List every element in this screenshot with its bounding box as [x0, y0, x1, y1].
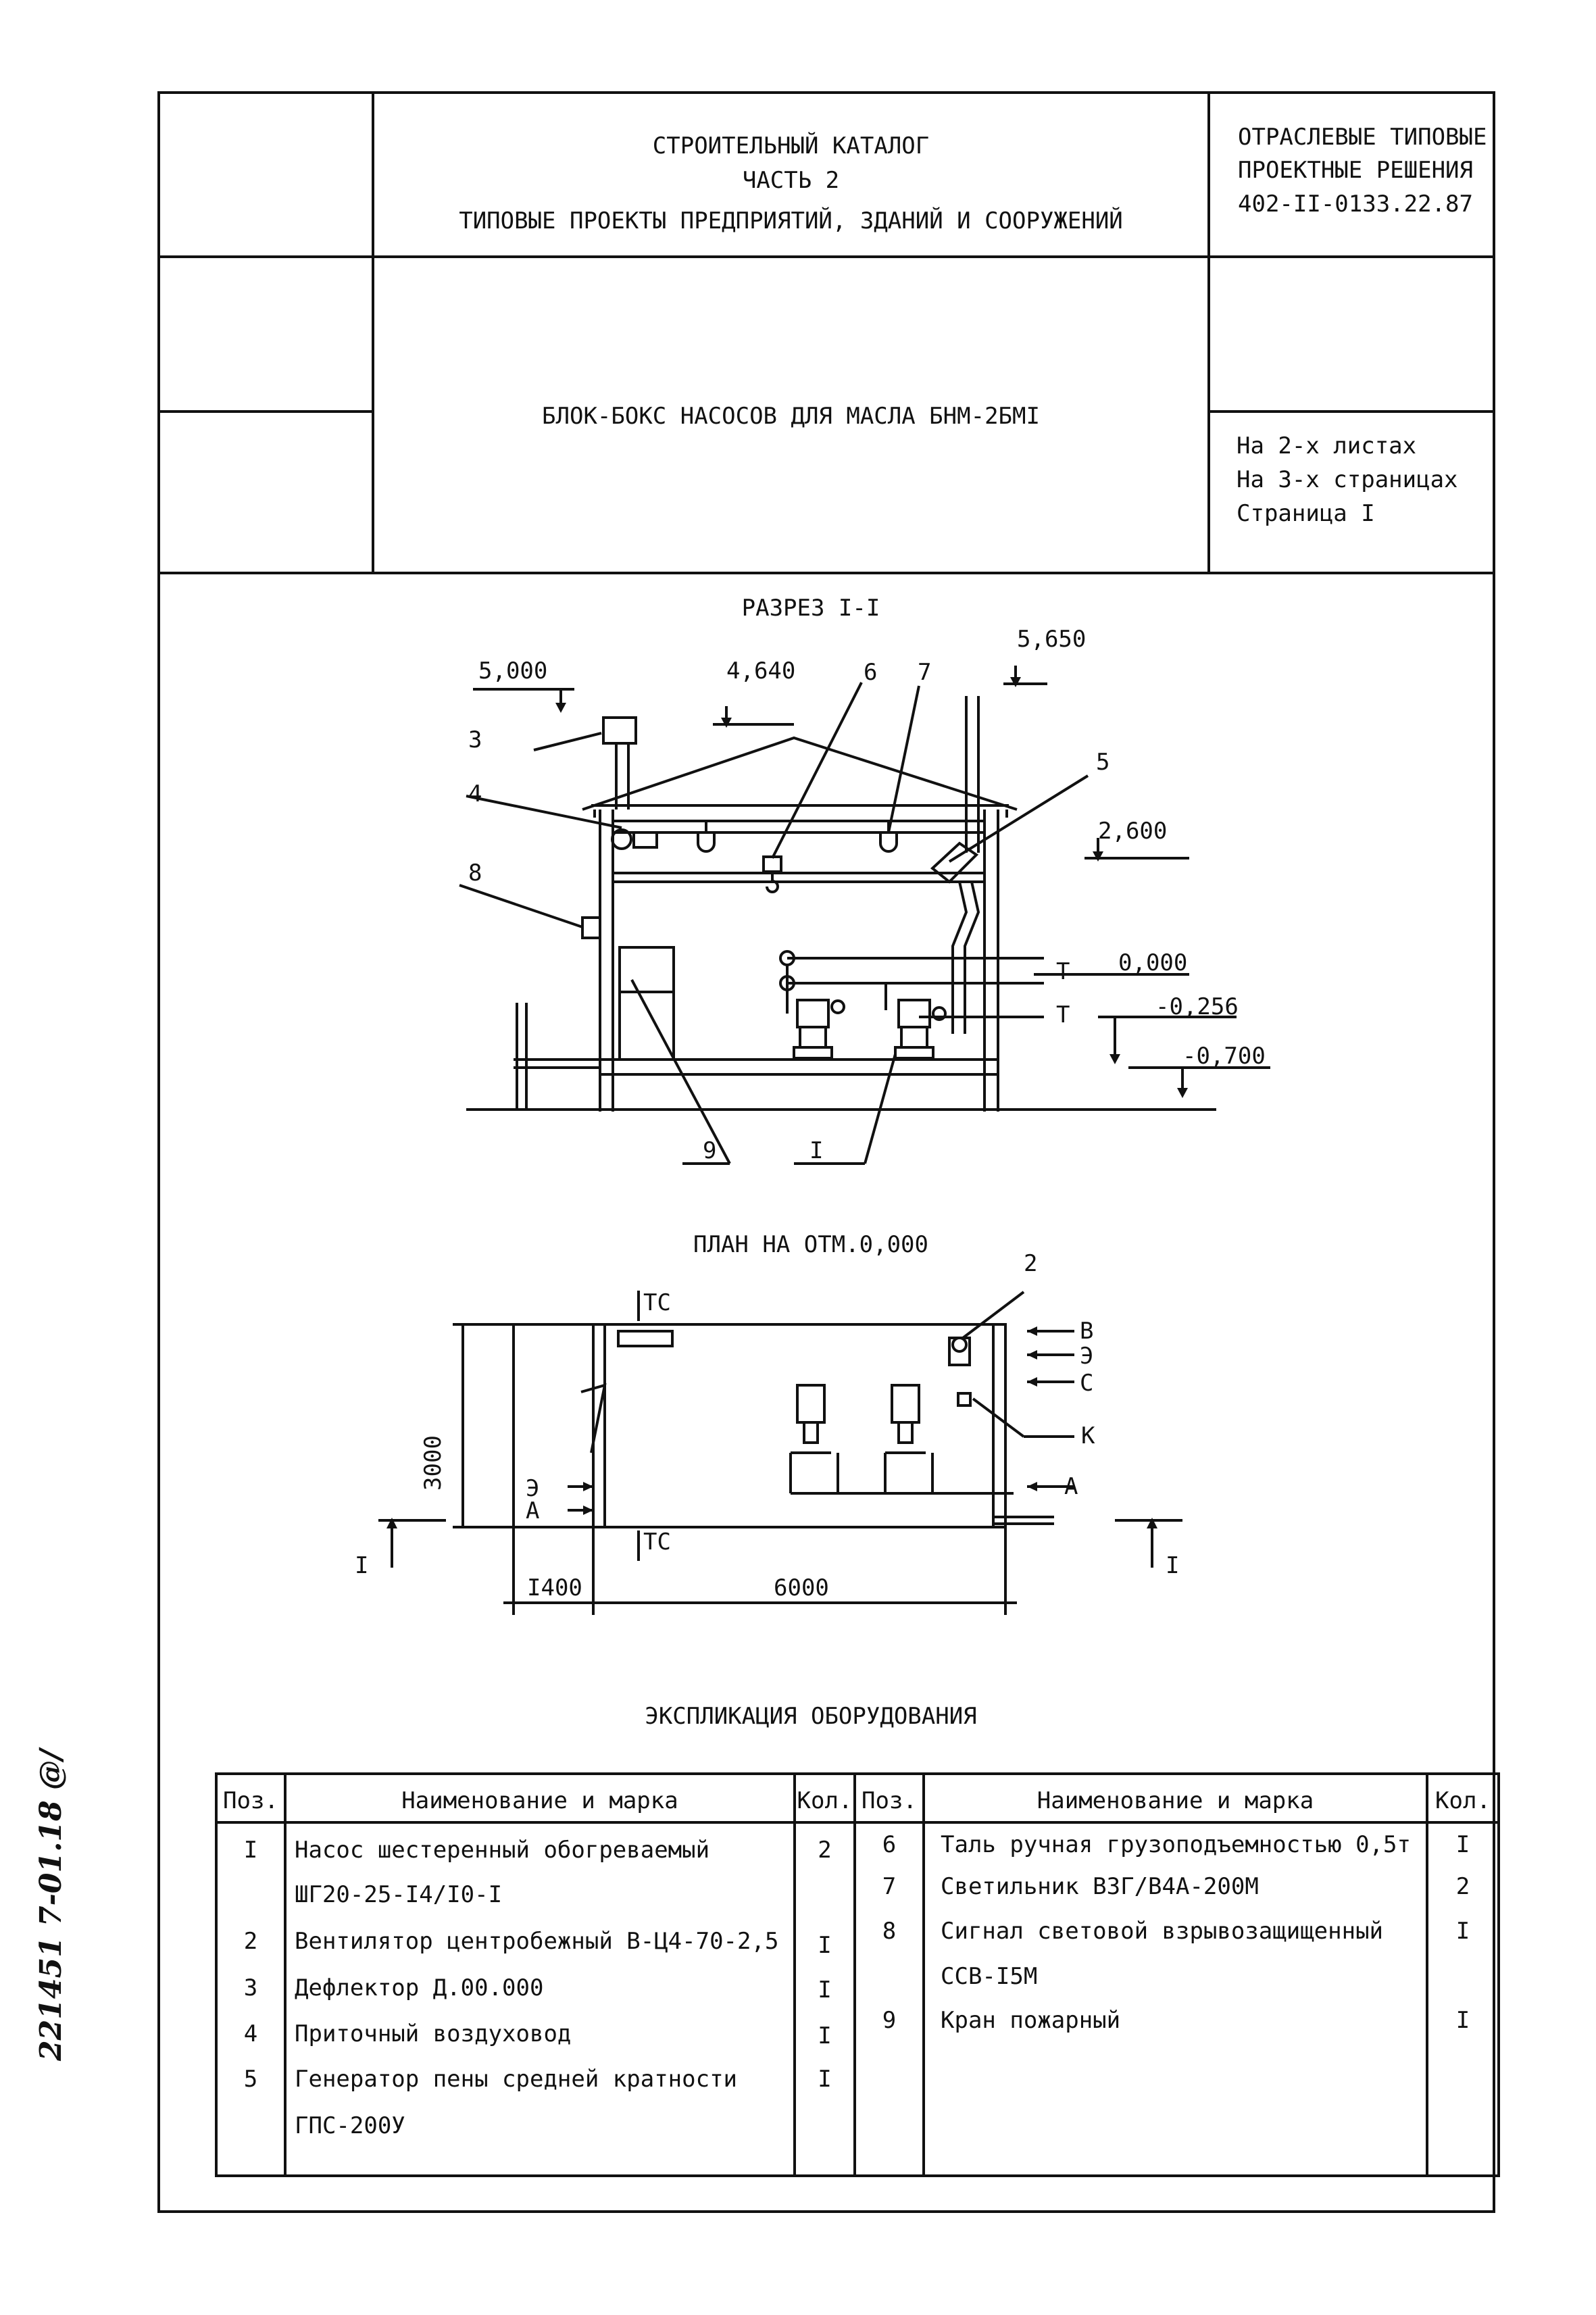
table-row: ГПС-200У [295, 2112, 405, 2139]
plan-title: ПЛАН НА ОТМ.0,000 [693, 1231, 928, 1258]
page-number: Страница I [1237, 500, 1375, 527]
mark-5650: 5,650 [1017, 626, 1087, 653]
table-row: Вентилятор центробежный В-Ц4-70-2,5 [295, 1928, 779, 1955]
header-divider-h4 [157, 572, 1493, 574]
header-divider-h3 [1207, 410, 1493, 413]
catalog-part: ЧАСТЬ 2 [742, 167, 840, 194]
plan-drawing [378, 1291, 1182, 1615]
table-row: 7 [882, 1873, 897, 1900]
plan-dim-1400: I400 [527, 1574, 582, 1601]
header-divider-h2 [157, 410, 374, 413]
table-row: ССВ-I5М [941, 1963, 1038, 1990]
mark-0256: -0,256 [1155, 993, 1239, 1020]
header-divider-h1 [157, 255, 1493, 258]
table-row: 3 [243, 1974, 258, 2001]
plan-pipe-e: Э [1080, 1343, 1094, 1370]
table-row: Светильник ВЗГ/В4А-200М [941, 1873, 1259, 1900]
table-row: Таль ручная грузоподъемностью 0,5т [941, 1831, 1411, 1858]
callout-5: 5 [1096, 749, 1110, 776]
table-row: 6 [882, 1831, 897, 1858]
plan-pipe-c: С [1080, 1370, 1094, 1397]
sheet-count: На 2-х листах [1237, 432, 1417, 459]
table-row: I [818, 1976, 832, 2003]
plan-cut-left: I [355, 1552, 369, 1579]
callout-8: 8 [468, 860, 482, 887]
table-row: Приточный воздуховод [295, 2020, 572, 2047]
ref-line-3: 402-II-0133.22.87 [1238, 191, 1473, 218]
table-row: ШГ20-25-I4/I0-I [295, 1881, 503, 1908]
table-row: I [818, 2022, 832, 2049]
table-row: 9 [882, 2007, 897, 2034]
pipe-label-1: Т [1056, 958, 1070, 985]
mark-4640: 4,640 [726, 657, 796, 684]
table-row: I [818, 1932, 832, 1959]
table-row: 8 [882, 1918, 897, 1945]
section-title: РАЗРЕЗ I-I [741, 595, 880, 622]
plan-pipe-e-left: Э [526, 1475, 540, 1502]
margin-note: 221451 7-01.18 @/ [34, 1749, 68, 2061]
header-divider-v2 [1207, 91, 1210, 574]
table-row: 2 [818, 1837, 832, 1864]
table-row: I [1455, 1831, 1470, 1858]
explication-title: ЭКСПЛИКАЦИЯ ОБОРУДОВАНИЯ [645, 1703, 977, 1730]
table-row: 2 [1455, 1873, 1470, 1900]
table-row: 2 [243, 1928, 258, 1955]
table-row: Насос шестеренный обогреваемый [295, 1837, 710, 1864]
table-header-qty-right: Кол. [1435, 1787, 1491, 1814]
catalog-subtitle: ТИПОВЫЕ ПРОЕКТЫ ПРЕДПРИЯТИЙ, ЗДАНИЙ И СО… [459, 207, 1123, 234]
table-header-qty-left: Кол. [797, 1787, 853, 1814]
table-row: Генератор пены средней кратности [295, 2066, 738, 2093]
table-header-pos-right: Поз. [862, 1787, 917, 1814]
plan-pipe-a-left: А [526, 1497, 540, 1524]
sheet-frame [157, 91, 1495, 2213]
callout-1: I [809, 1137, 824, 1164]
document-title: БЛОК-БОКС НАСОСОВ ДЛЯ МАСЛА БНМ-2БМI [542, 403, 1040, 430]
mark-0000: 0,000 [1118, 949, 1188, 976]
callout-6: 6 [864, 659, 878, 686]
plan-label-tc-bottom: ТС [643, 1528, 671, 1555]
callout-9: 9 [703, 1137, 717, 1164]
table-row: I [1455, 2007, 1470, 2034]
plan-dim-6000: 6000 [774, 1574, 829, 1601]
mark-5000: 5,000 [478, 657, 548, 684]
catalog-title: СТРОИТЕЛЬНЫЙ КАТАЛОГ [652, 132, 930, 159]
plan-callout-k: К [1081, 1422, 1095, 1449]
table-header-name-right: Наименование и марка [1037, 1787, 1314, 1814]
table-row: I [243, 1837, 258, 1864]
mark-0700: -0,700 [1182, 1043, 1266, 1070]
ref-line-2: ПРОЕКТНЫЕ РЕШЕНИЯ [1238, 157, 1473, 184]
plan-callout-2: 2 [1024, 1250, 1038, 1277]
callout-7: 7 [918, 659, 932, 686]
section-drawing [459, 666, 1270, 1165]
mark-2600: 2,600 [1098, 818, 1168, 845]
header-divider-v1 [372, 91, 374, 574]
table-row: Сигнал световой взрывозащищенный [941, 1918, 1384, 1945]
plan-label-tc-top: ТС [643, 1289, 671, 1316]
table-row: I [818, 2066, 832, 2093]
table-row: Дефлектор Д.00.000 [295, 1974, 544, 2001]
plan-pipe-a: А [1064, 1473, 1078, 1500]
table-row: 5 [243, 2066, 258, 2093]
table-row: Кран пожарный [941, 2007, 1121, 2034]
plan-cut-right: I [1166, 1552, 1180, 1579]
table-row: I [1455, 1918, 1470, 1945]
table-header-pos-left: Поз. [223, 1787, 278, 1814]
table-header-name-left: Наименование и марка [401, 1787, 678, 1814]
callout-3: 3 [468, 726, 482, 753]
callout-4: 4 [468, 780, 482, 807]
table-row: 4 [243, 2020, 258, 2047]
pipe-label-2: Т [1056, 1001, 1070, 1028]
plan-pipe-b: В [1080, 1318, 1094, 1345]
page-count: На 3-х страницах [1237, 466, 1458, 493]
ref-line-1: ОТРАСЛЕВЫЕ ТИПОВЫЕ [1238, 124, 1487, 151]
